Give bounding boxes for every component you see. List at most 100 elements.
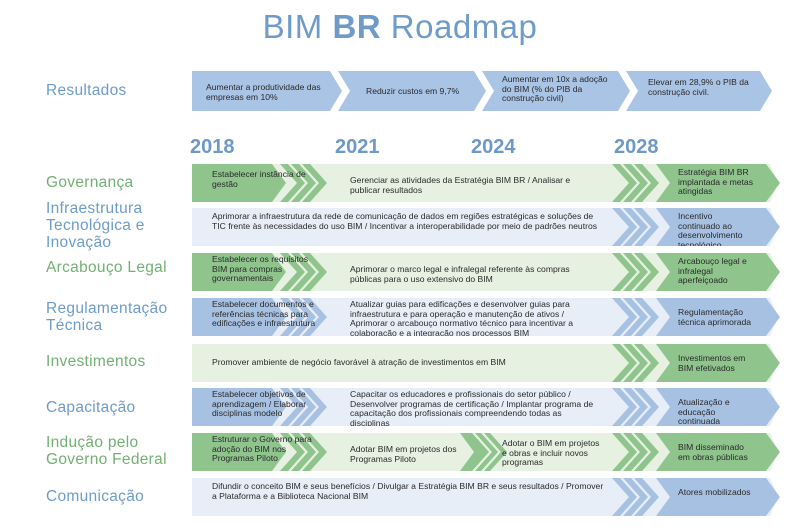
year-2024: 2024 [471, 136, 516, 158]
row-chev2-6-0 [612, 433, 637, 471]
row-c3-text-5: Atualização e educação continuada [678, 398, 730, 426]
row-label-4: Investimentos [46, 353, 146, 370]
result-arrow-3 [626, 71, 772, 111]
row-chev2-5-1 [623, 388, 648, 426]
year-2028: 2028 [614, 136, 659, 158]
row-end-3 [656, 298, 780, 336]
row-end-7 [656, 478, 780, 516]
row-c3-text-2: Arcabouço legal e infralegal aperfeiçoad… [678, 257, 747, 285]
row-chev1-3-1 [291, 298, 316, 336]
title-part1: BIM [262, 8, 323, 45]
row-chev2-3-0 [612, 298, 637, 336]
row-chev1-3-0 [280, 298, 305, 336]
row-chev-7-0 [612, 478, 637, 516]
row-chev2-3-1 [623, 298, 648, 336]
row-chev2-6-1 [623, 433, 648, 471]
row-end-0 [656, 164, 780, 202]
row-end-6 [656, 433, 780, 471]
row-chev2-0-2 [634, 164, 659, 202]
row-chev1-0-2 [302, 164, 327, 202]
row-seg2-2 [330, 253, 614, 291]
row-wide-text-1: Aprimorar a infraestrutura da rede de co… [212, 212, 598, 231]
row-wide-7 [192, 478, 620, 516]
row-c3-text-7: Atores mobilizados [678, 488, 751, 497]
row-chev1-2-2 [302, 253, 327, 291]
row-chev1-6-1 [291, 433, 316, 471]
result-arrow-0 [192, 71, 342, 111]
row-c2-text-5: Capacitar os educadores e profissionais … [350, 390, 594, 426]
row-c3-text-6: BIM disseminado em obras públicas [678, 443, 748, 462]
row-label-6: Indução pelo Governo Federal [46, 434, 167, 468]
row-chev-split-6-1 [475, 433, 498, 471]
row-chev-4-2 [634, 344, 659, 382]
year-2018: 2018 [190, 136, 235, 158]
page-title: BIM BR Roadmap [0, 8, 800, 46]
title-bold: BR [332, 8, 382, 45]
row-chev1-2-1 [291, 253, 316, 291]
row-c2b-text-6: Adotar o BIM em projetos e obras e inclu… [502, 439, 600, 467]
row-c3-text-0: Estratégia BIM BR implantada e metas ati… [678, 168, 753, 196]
row-chev2-0-0 [612, 164, 637, 202]
row-end-4 [656, 344, 780, 382]
row-chev-1-2 [634, 208, 659, 246]
row-seg1-0 [192, 164, 286, 202]
row-c1-text-3: Estabelecer documentos e referências téc… [212, 300, 316, 328]
result-arrow-2 [482, 71, 630, 111]
row-chev2-3-2 [634, 298, 659, 336]
row-wide-1 [192, 208, 620, 246]
row-end-5 [656, 388, 780, 426]
row-label-5: Capacitação [46, 399, 136, 416]
title-part2: Roadmap [390, 8, 538, 45]
row-seg2-0 [330, 164, 614, 202]
row-chev-4-1 [623, 344, 648, 382]
year-2021: 2021 [335, 136, 380, 158]
row-seg2-5 [330, 388, 614, 426]
row-chev2-2-0 [612, 253, 637, 291]
result-text-4: Elevar em 28,9% o PIB da construção civi… [648, 77, 749, 97]
row-seg1-2 [192, 253, 286, 291]
row-label-7: Comunicação [46, 488, 145, 505]
results-label: Resultados [46, 82, 127, 99]
row-chev2-2-1 [623, 253, 648, 291]
row-chev-1-0 [612, 208, 637, 246]
row-chev1-5-2 [302, 388, 327, 426]
row-c2-text-0: Gerenciar as atividades da Estratégia BI… [350, 176, 571, 195]
row-seg1-3 [192, 298, 286, 336]
row-seg2-6 [330, 433, 614, 471]
row-end-2 [656, 253, 780, 291]
row-wide-text-4: Promover ambiente de negócio favorável à… [212, 358, 506, 367]
row-label-0: Governança [46, 174, 134, 191]
row-chev-split-6-0 [466, 433, 489, 471]
row-chev1-0-1 [291, 164, 316, 202]
row-chev-4-0 [612, 344, 637, 382]
row-c1-text-0: Estabelecer instância de gestão [212, 170, 306, 189]
row-chev-split-6-2 [484, 433, 507, 471]
row-end-1 [656, 208, 780, 246]
row-chev2-5-2 [634, 388, 659, 426]
row-wide-text-7: Difundir o conceito BIM e seus benefício… [212, 482, 604, 501]
row-chev1-6-2 [302, 433, 327, 471]
result-arrow-1 [338, 71, 486, 111]
row-chev2-2-2 [634, 253, 659, 291]
row-chev1-3-2 [302, 298, 327, 336]
row-label-3: Regulamentação Técnica [46, 300, 168, 334]
row-split-6 [460, 433, 484, 471]
row-seg2-3 [330, 298, 614, 336]
row-chev2-5-0 [612, 388, 637, 426]
result-text-2: Reduzir custos em 9,7% [366, 86, 460, 96]
row-chev1-6-0 [280, 433, 305, 471]
row-c2-text-3: Atualizar guias para edificações e desen… [350, 300, 574, 336]
row-chev-7-2 [634, 478, 659, 516]
row-c3-text-1: Incentivo continuado ao desenvolvimento … [678, 212, 743, 246]
row-chev2-0-1 [623, 164, 648, 202]
row-c1-text-5: Estabelecer objetivos de aprendizagem / … [212, 390, 307, 418]
row-chev1-2-0 [280, 253, 305, 291]
row-c2-text-6: Adotar BIM em projetos dos Programas Pil… [350, 445, 457, 464]
result-text-1: Aumentar a produtividade das empresas em… [206, 82, 321, 102]
row-chev-1-1 [623, 208, 648, 246]
row-seg1-6 [192, 433, 286, 471]
row-c3-text-3: Regulamentação técnica aprimorada [678, 308, 752, 327]
row-c1-text-6: Estruturar o Governo para adoção do BIM … [212, 435, 312, 463]
row-c2-text-2: Aprimorar o marco legal e infralegal ref… [350, 265, 570, 284]
